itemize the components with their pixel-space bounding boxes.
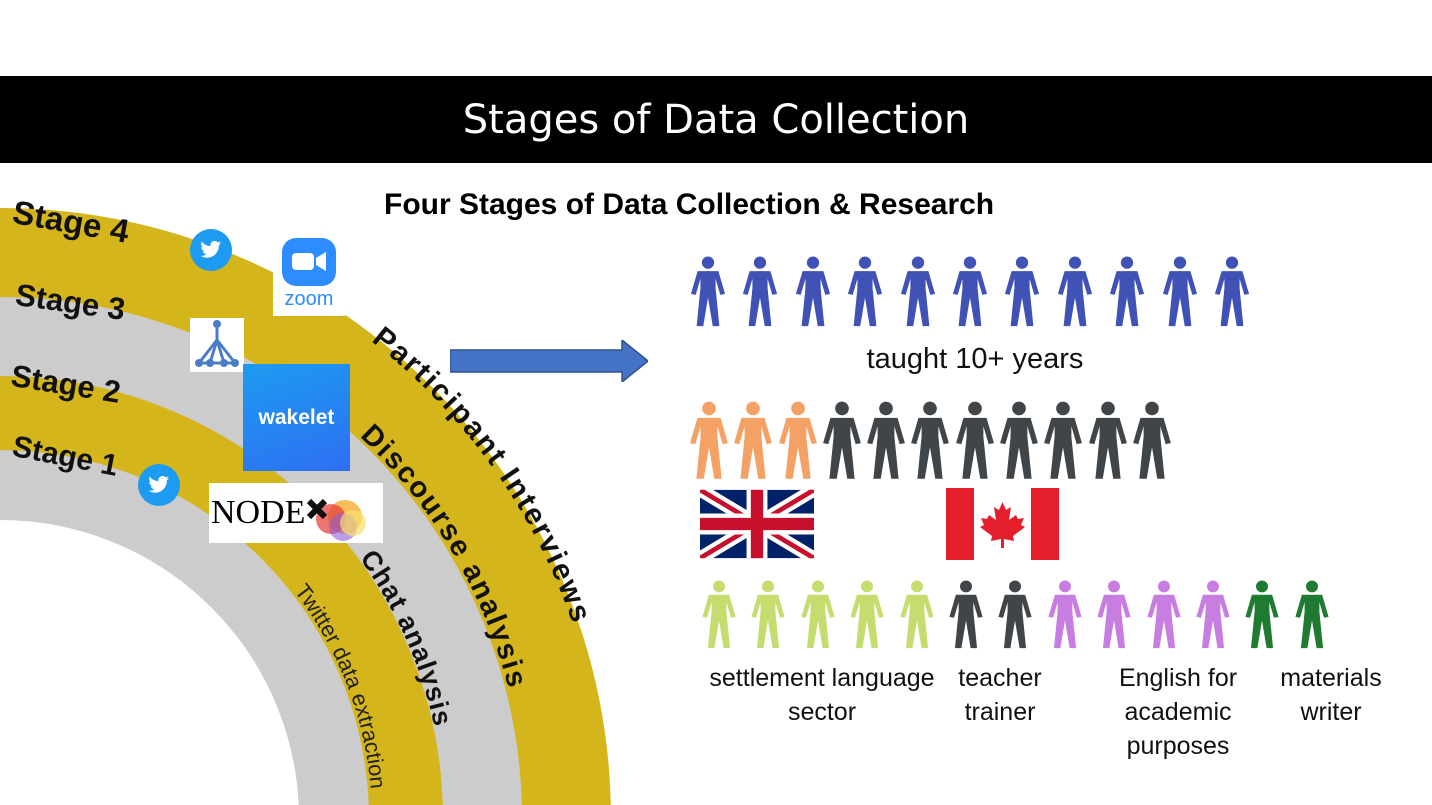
person-icon [690, 256, 726, 327]
canada-flag-icon [946, 488, 1059, 560]
person-icon [1133, 401, 1171, 479]
person-icon [850, 580, 884, 649]
stage-3-band [0, 297, 522, 805]
country-people-row [688, 401, 1173, 481]
experience-label: taught 10+ years [866, 343, 1084, 375]
person-icon [778, 401, 817, 479]
role-label-teacher-trainer: teacher trainer [958, 664, 1042, 726]
stage-4-band [0, 208, 611, 805]
person-icon [949, 580, 983, 649]
nodexl-logo: NODE [209, 483, 383, 543]
nodexl-wordmark: NODE [211, 494, 306, 531]
role-label-settlement: settlement language sector [709, 664, 935, 726]
person-icon [900, 256, 935, 327]
uk-flag-icon [700, 489, 814, 559]
person-icon [867, 401, 906, 479]
nodexl-circles-icon [307, 498, 367, 541]
person-icon [1097, 580, 1131, 649]
person-icon [1000, 401, 1038, 479]
title-bar: Stages of Data Collection [0, 76, 1432, 163]
experience-people-row [687, 256, 1253, 328]
person-icon [1196, 580, 1230, 649]
person-icon [1044, 401, 1083, 479]
wakelet-logo: wakelet [243, 364, 350, 471]
person-icon [952, 256, 988, 327]
role-label-eap: English for academic purposes [1118, 664, 1238, 760]
twitter-icon [190, 229, 232, 271]
person-icon [955, 401, 994, 479]
person-icon [822, 401, 861, 479]
person-icon [1146, 580, 1181, 649]
person-icon [1245, 580, 1279, 649]
arrow-right-icon [450, 340, 648, 382]
network-tree-icon [190, 318, 244, 372]
person-icon [751, 580, 785, 649]
role-label-materials-writer: materials writer [1280, 664, 1382, 726]
person-icon [734, 401, 773, 479]
person-icon [911, 401, 950, 479]
person-icon [848, 256, 883, 327]
diagram-subtitle: Four Stages of Data Collection & Researc… [384, 188, 995, 221]
person-icon [801, 580, 835, 649]
wakelet-wordmark: wakelet [258, 405, 335, 429]
person-icon [743, 256, 778, 327]
person-icon [702, 580, 736, 649]
twitter-icon [138, 464, 180, 506]
stage-1-band [0, 450, 369, 805]
person-icon [1048, 580, 1082, 649]
person-icon [1088, 401, 1127, 479]
roles-people-row [700, 580, 1331, 650]
zoom-logo: zoom [273, 236, 345, 316]
page-title: Stages of Data Collection [462, 96, 970, 143]
person-icon [1214, 256, 1249, 327]
person-icon [998, 580, 1032, 649]
person-icon [1295, 580, 1329, 649]
person-icon [1057, 256, 1092, 327]
person-icon [1110, 256, 1145, 327]
person-icon [1162, 256, 1197, 327]
zoom-camera-icon [282, 238, 336, 286]
person-icon [795, 256, 830, 327]
person-icon [690, 401, 728, 479]
person-icon [1005, 256, 1040, 327]
zoom-wordmark: zoom [284, 288, 334, 310]
person-icon [899, 580, 934, 649]
